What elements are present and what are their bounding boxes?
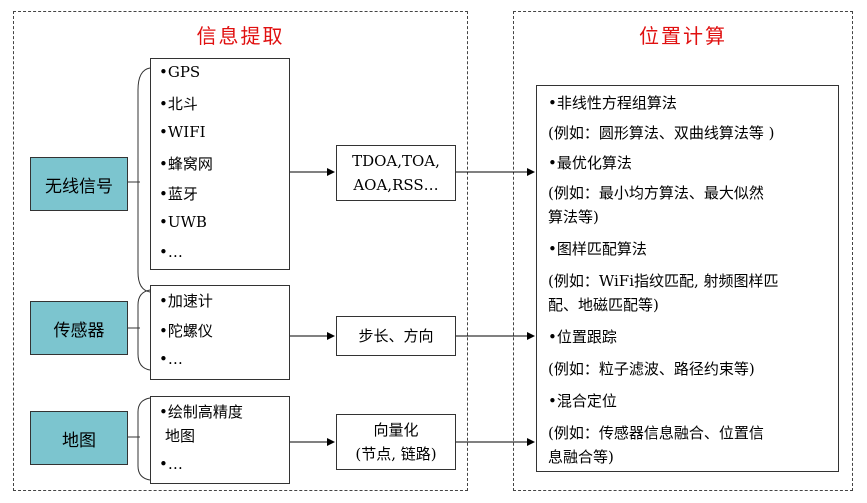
- method-line: •混合定位: [548, 392, 617, 410]
- method-line: 息融合等): [548, 448, 614, 466]
- list-item: •…: [159, 455, 183, 473]
- method-line: •非线性方程组算法: [548, 94, 677, 112]
- source-box-wireless: 无线信号: [30, 157, 128, 211]
- list-item: 地图: [165, 427, 196, 445]
- method-line: (例如：粒子滤波、路径约束等): [548, 360, 755, 378]
- info-extraction-region: [13, 11, 468, 491]
- list-item: •…: [159, 350, 183, 368]
- method-line: •位置跟踪: [548, 328, 617, 346]
- source-box-map: 地图: [30, 411, 128, 465]
- list-item: •加速计: [159, 292, 213, 310]
- method-line: (例如：传感器信息融合、位置信: [548, 424, 764, 442]
- wireless-list: •GPS •北斗 •WIFI •蜂窝网 •蓝牙 •UWB •…: [150, 58, 290, 270]
- proc-text: 向量化: [373, 421, 419, 439]
- map-list: •绘制高精度 地图 •…: [150, 396, 290, 484]
- proc-box-map: 向量化 (节点, 链路): [336, 414, 456, 470]
- position-calc-title: 位置计算: [639, 24, 727, 48]
- list-item: •北斗: [159, 95, 198, 113]
- list-item: •WIFI: [159, 123, 206, 141]
- method-line: 配、地磁匹配等): [548, 296, 659, 314]
- position-calc-region: [513, 11, 853, 491]
- list-item: •蜂窝网: [159, 155, 213, 173]
- source-box-sensor: 传感器: [30, 301, 128, 355]
- source-label-sensor: 传感器: [53, 320, 105, 341]
- method-line: (例如：最小均方算法、最大似然: [548, 184, 764, 202]
- proc-text: TDOA,TOA,: [352, 152, 440, 170]
- list-item: •GPS: [159, 63, 201, 81]
- method-line: 算法等): [548, 208, 599, 226]
- proc-text: (节点, 链路): [355, 445, 437, 463]
- list-item: •UWB: [159, 213, 207, 231]
- list-item: •陀螺仪: [159, 322, 213, 340]
- method-line: •图样匹配算法: [548, 240, 647, 258]
- list-item: •绘制高精度: [159, 403, 243, 421]
- method-line: •最优化算法: [548, 154, 632, 172]
- sensor-list: •加速计 •陀螺仪 •…: [150, 285, 290, 380]
- proc-box-sensor: 步长、方向: [336, 316, 456, 356]
- methods-box: •非线性方程组算法 (例如：圆形算法、双曲线算法等 ) •最优化算法 (例如：最…: [536, 85, 839, 472]
- proc-box-wireless: TDOA,TOA, AOA,RSS…: [336, 145, 456, 201]
- list-item: •蓝牙: [159, 185, 198, 203]
- proc-text: AOA,RSS…: [353, 176, 439, 194]
- info-extraction-title: 信息提取: [196, 24, 285, 48]
- source-label-wireless: 无线信号: [45, 176, 113, 197]
- source-label-map: 地图: [62, 430, 96, 451]
- proc-text: 步长、方向: [358, 327, 434, 345]
- list-item: •…: [159, 243, 183, 261]
- method-line: (例如：圆形算法、双曲线算法等 ): [548, 124, 775, 142]
- method-line: (例如：WiFi指纹匹配, 射频图样匹: [548, 272, 779, 290]
